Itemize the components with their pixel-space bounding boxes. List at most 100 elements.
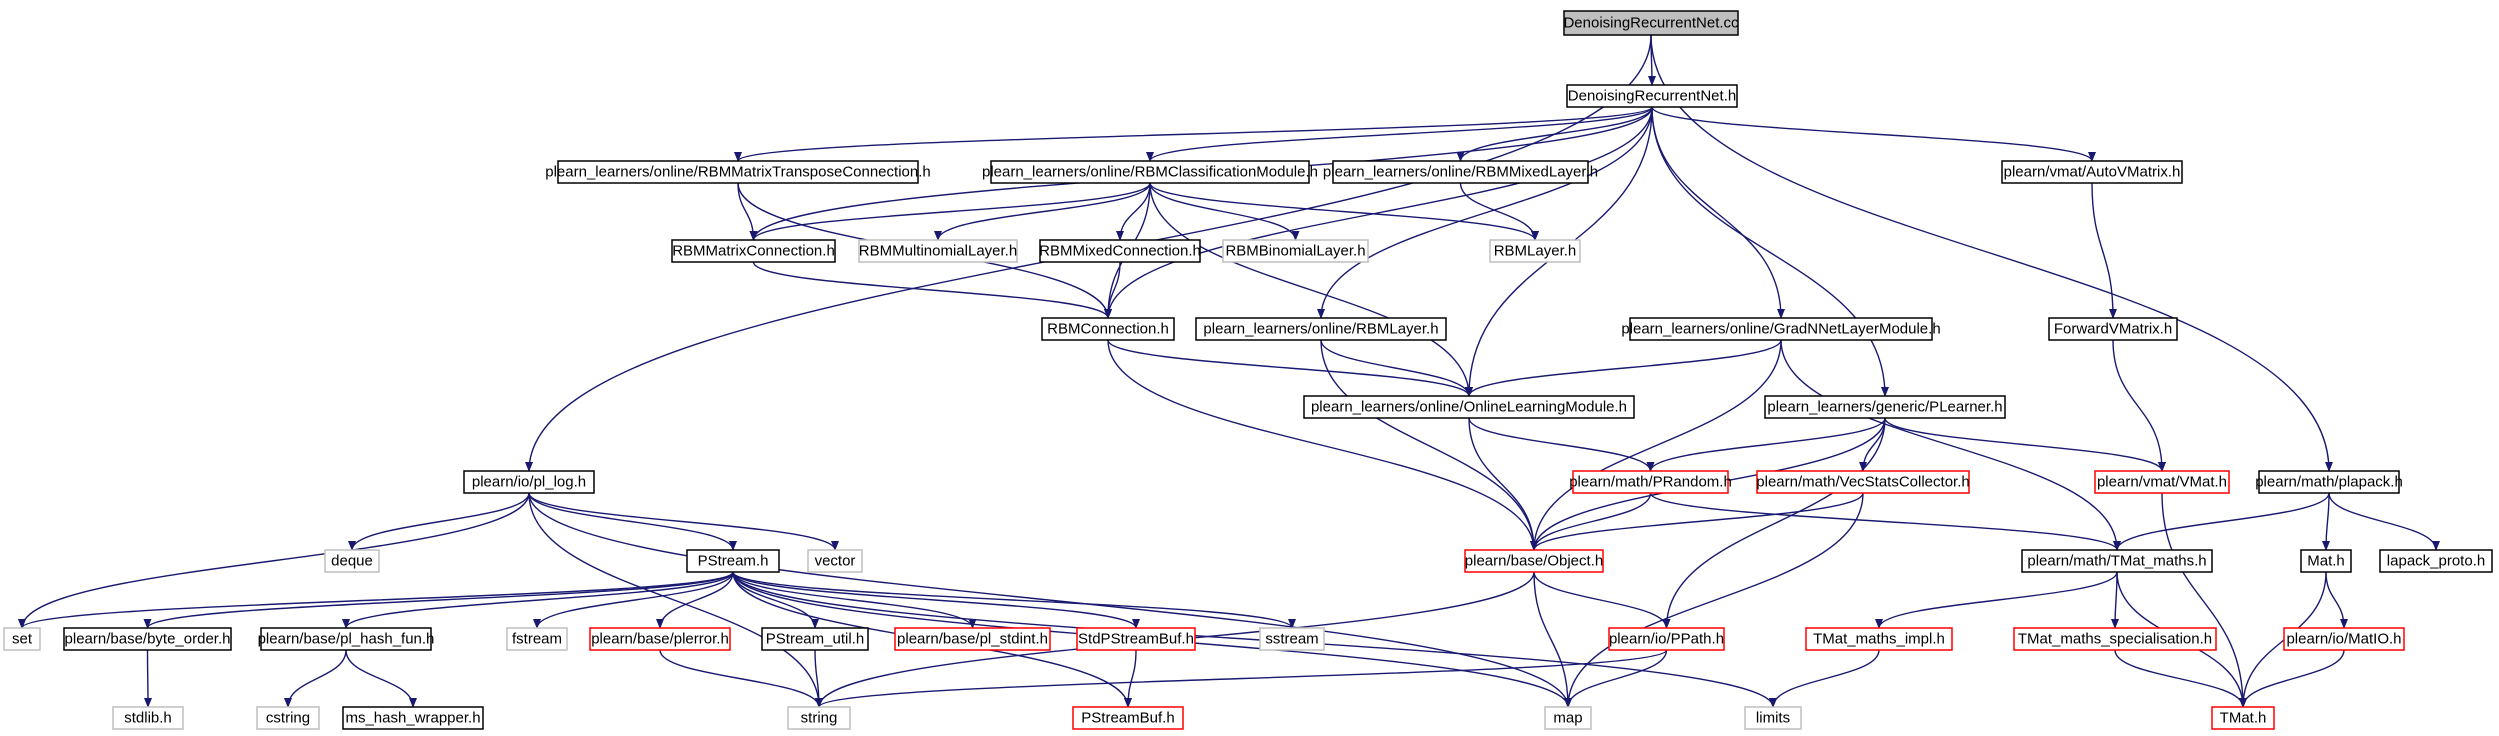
node-vector[interactable]: vector: [807, 549, 863, 573]
node-rbm_mc[interactable]: RBMMatrixConnection.h: [671, 239, 836, 263]
node-box-gradnn[interactable]: [1629, 317, 1933, 341]
node-box-pl_stdint[interactable]: [894, 627, 1051, 651]
node-rbm_layer[interactable]: RBMLayer.h: [1489, 239, 1581, 263]
node-box-rbm_mc[interactable]: [671, 239, 836, 263]
node-cstring[interactable]: cstring: [256, 706, 320, 730]
node-rbm_layer_on[interactable]: plearn_learners/online/RBMLayer.h: [1195, 317, 1447, 341]
node-limits[interactable]: limits: [1744, 706, 1802, 730]
node-box-rbm_bin[interactable]: [1222, 239, 1369, 263]
node-box-rbm_layer_on[interactable]: [1195, 317, 1447, 341]
node-string[interactable]: string: [787, 706, 851, 730]
node-box-set[interactable]: [3, 627, 41, 651]
node-box-string[interactable]: [787, 706, 851, 730]
node-box-object[interactable]: [1464, 549, 1604, 573]
node-tmat_maths[interactable]: plearn/math/TMat_maths.h: [2021, 549, 2213, 573]
node-box-autovm[interactable]: [2001, 160, 2183, 184]
node-rbm_bin[interactable]: RBMBinomialLayer.h: [1222, 239, 1369, 263]
node-map[interactable]: map: [1544, 706, 1592, 730]
node-mat_h[interactable]: Mat.h: [2300, 549, 2352, 573]
node-pstream[interactable]: PStream.h: [686, 549, 780, 573]
node-box-tmat_spec[interactable]: [2013, 627, 2217, 651]
node-byteorder[interactable]: plearn/base/byte_order.h: [63, 627, 232, 651]
node-vmat[interactable]: plearn/vmat/VMat.h: [2094, 470, 2230, 494]
node-box-map[interactable]: [1544, 706, 1592, 730]
node-olm[interactable]: plearn_learners/online/OnlineLearningMod…: [1303, 395, 1635, 419]
node-box-pl_log[interactable]: [463, 470, 595, 494]
node-box-psbuf[interactable]: [1072, 706, 1184, 730]
node-box-deque[interactable]: [324, 549, 380, 573]
node-pstream_util[interactable]: PStream_util.h: [761, 627, 869, 651]
node-box-vecstats[interactable]: [1756, 470, 1970, 494]
node-box-fwdvm[interactable]: [2048, 317, 2178, 341]
node-rbm_cls[interactable]: plearn_learners/online/RBMClassification…: [982, 160, 1318, 184]
node-box-ppath[interactable]: [1608, 627, 1725, 651]
node-box-tmat[interactable]: [2211, 706, 2275, 730]
node-box-rbm_layer[interactable]: [1489, 239, 1581, 263]
node-box-rbm_mixc[interactable]: [1039, 239, 1201, 263]
node-tmat_impl[interactable]: TMat_maths_impl.h: [1805, 627, 1953, 651]
node-box-plapack[interactable]: [2258, 470, 2400, 494]
node-ppath[interactable]: plearn/io/PPath.h: [1608, 627, 1725, 651]
node-rbm_mixc[interactable]: RBMMixedConnection.h: [1039, 239, 1201, 263]
node-box-plearner[interactable]: [1764, 395, 2006, 419]
node-stdlib[interactable]: stdlib.h: [112, 706, 184, 730]
node-plerror[interactable]: plearn/base/plerror.h: [589, 627, 731, 651]
node-box-vector[interactable]: [807, 549, 863, 573]
node-rbm_conn[interactable]: RBMConnection.h: [1041, 317, 1175, 341]
node-box-rbm_multi[interactable]: [858, 239, 1018, 263]
node-box-sstream[interactable]: [1259, 627, 1325, 651]
node-plapack[interactable]: plearn/math/plapack.h: [2255, 470, 2403, 494]
node-lapack[interactable]: lapack_proto.h: [2379, 549, 2493, 573]
node-box-cstring[interactable]: [256, 706, 320, 730]
node-autovm[interactable]: plearn/vmat/AutoVMatrix.h: [2001, 160, 2183, 184]
node-hashfun[interactable]: plearn/base/pl_hash_fun.h: [258, 627, 435, 651]
node-box-rbm_mtc[interactable]: [557, 160, 919, 184]
node-deque[interactable]: deque: [324, 549, 380, 573]
node-box-byteorder[interactable]: [63, 627, 232, 651]
node-box-stdpsbuf[interactable]: [1076, 627, 1196, 651]
node-pl_stdint[interactable]: plearn/base/pl_stdint.h: [894, 627, 1051, 651]
node-pl_log[interactable]: plearn/io/pl_log.h: [463, 470, 595, 494]
node-box-matio[interactable]: [2283, 627, 2405, 651]
node-stdpsbuf[interactable]: StdPStreamBuf.h: [1076, 627, 1196, 651]
node-box-lapack[interactable]: [2379, 549, 2493, 573]
node-box-pstream[interactable]: [686, 549, 780, 573]
node-box-fstream[interactable]: [506, 627, 568, 651]
node-box-plerror[interactable]: [589, 627, 731, 651]
node-box-pstream_util[interactable]: [761, 627, 869, 651]
node-box-mat_h[interactable]: [2300, 549, 2352, 573]
node-box-rbm_mixedl[interactable]: [1332, 160, 1589, 184]
node-rbm_mixedl[interactable]: plearn_learners/online/RBMMixedLayer.h: [1323, 160, 1598, 184]
node-matio[interactable]: plearn/io/MatIO.h: [2283, 627, 2405, 651]
node-box-tmat_impl[interactable]: [1805, 627, 1953, 651]
node-rbm_multi[interactable]: RBMMultinomialLayer.h: [858, 239, 1018, 263]
node-psbuf[interactable]: PStreamBuf.h: [1072, 706, 1184, 730]
node-tmat[interactable]: TMat.h: [2211, 706, 2275, 730]
node-root[interactable]: DenoisingRecurrentNet.cc: [1563, 10, 1739, 36]
node-vecstats[interactable]: plearn/math/VecStatsCollector.h: [1756, 470, 1970, 494]
node-mshash[interactable]: ms_hash_wrapper.h: [342, 706, 484, 730]
node-box-mshash[interactable]: [342, 706, 484, 730]
node-box-vmat[interactable]: [2094, 470, 2230, 494]
node-box-rbm_conn[interactable]: [1041, 317, 1175, 341]
node-plearner[interactable]: plearn_learners/generic/PLearner.h: [1764, 395, 2006, 419]
node-gradnn[interactable]: plearn_learners/online/GradNNetLayerModu…: [1621, 317, 1941, 341]
node-box-stdlib[interactable]: [112, 706, 184, 730]
node-box-hashfun[interactable]: [260, 627, 432, 651]
node-fwdvm[interactable]: ForwardVMatrix.h: [2048, 317, 2178, 341]
node-box-root[interactable]: [1563, 10, 1739, 36]
node-box-rbm_cls[interactable]: [990, 160, 1310, 184]
node-box-olm[interactable]: [1303, 395, 1635, 419]
node-tmat_spec[interactable]: TMat_maths_specialisation.h: [2013, 627, 2217, 651]
node-rbm_mtc[interactable]: plearn_learners/online/RBMMatrixTranspos…: [545, 160, 931, 184]
node-set[interactable]: set: [3, 627, 41, 651]
node-object[interactable]: plearn/base/Object.h: [1464, 549, 1604, 573]
node-box-tmat_maths[interactable]: [2021, 549, 2213, 573]
node-prandom[interactable]: plearn/math/PRandom.h: [1569, 470, 1732, 494]
node-sstream[interactable]: sstream: [1259, 627, 1325, 651]
node-box-limits[interactable]: [1744, 706, 1802, 730]
node-drn_h[interactable]: DenoisingRecurrentNet.h: [1566, 84, 1738, 108]
node-box-drn_h[interactable]: [1566, 84, 1738, 108]
node-box-prandom[interactable]: [1572, 470, 1729, 494]
node-fstream[interactable]: fstream: [506, 627, 568, 651]
